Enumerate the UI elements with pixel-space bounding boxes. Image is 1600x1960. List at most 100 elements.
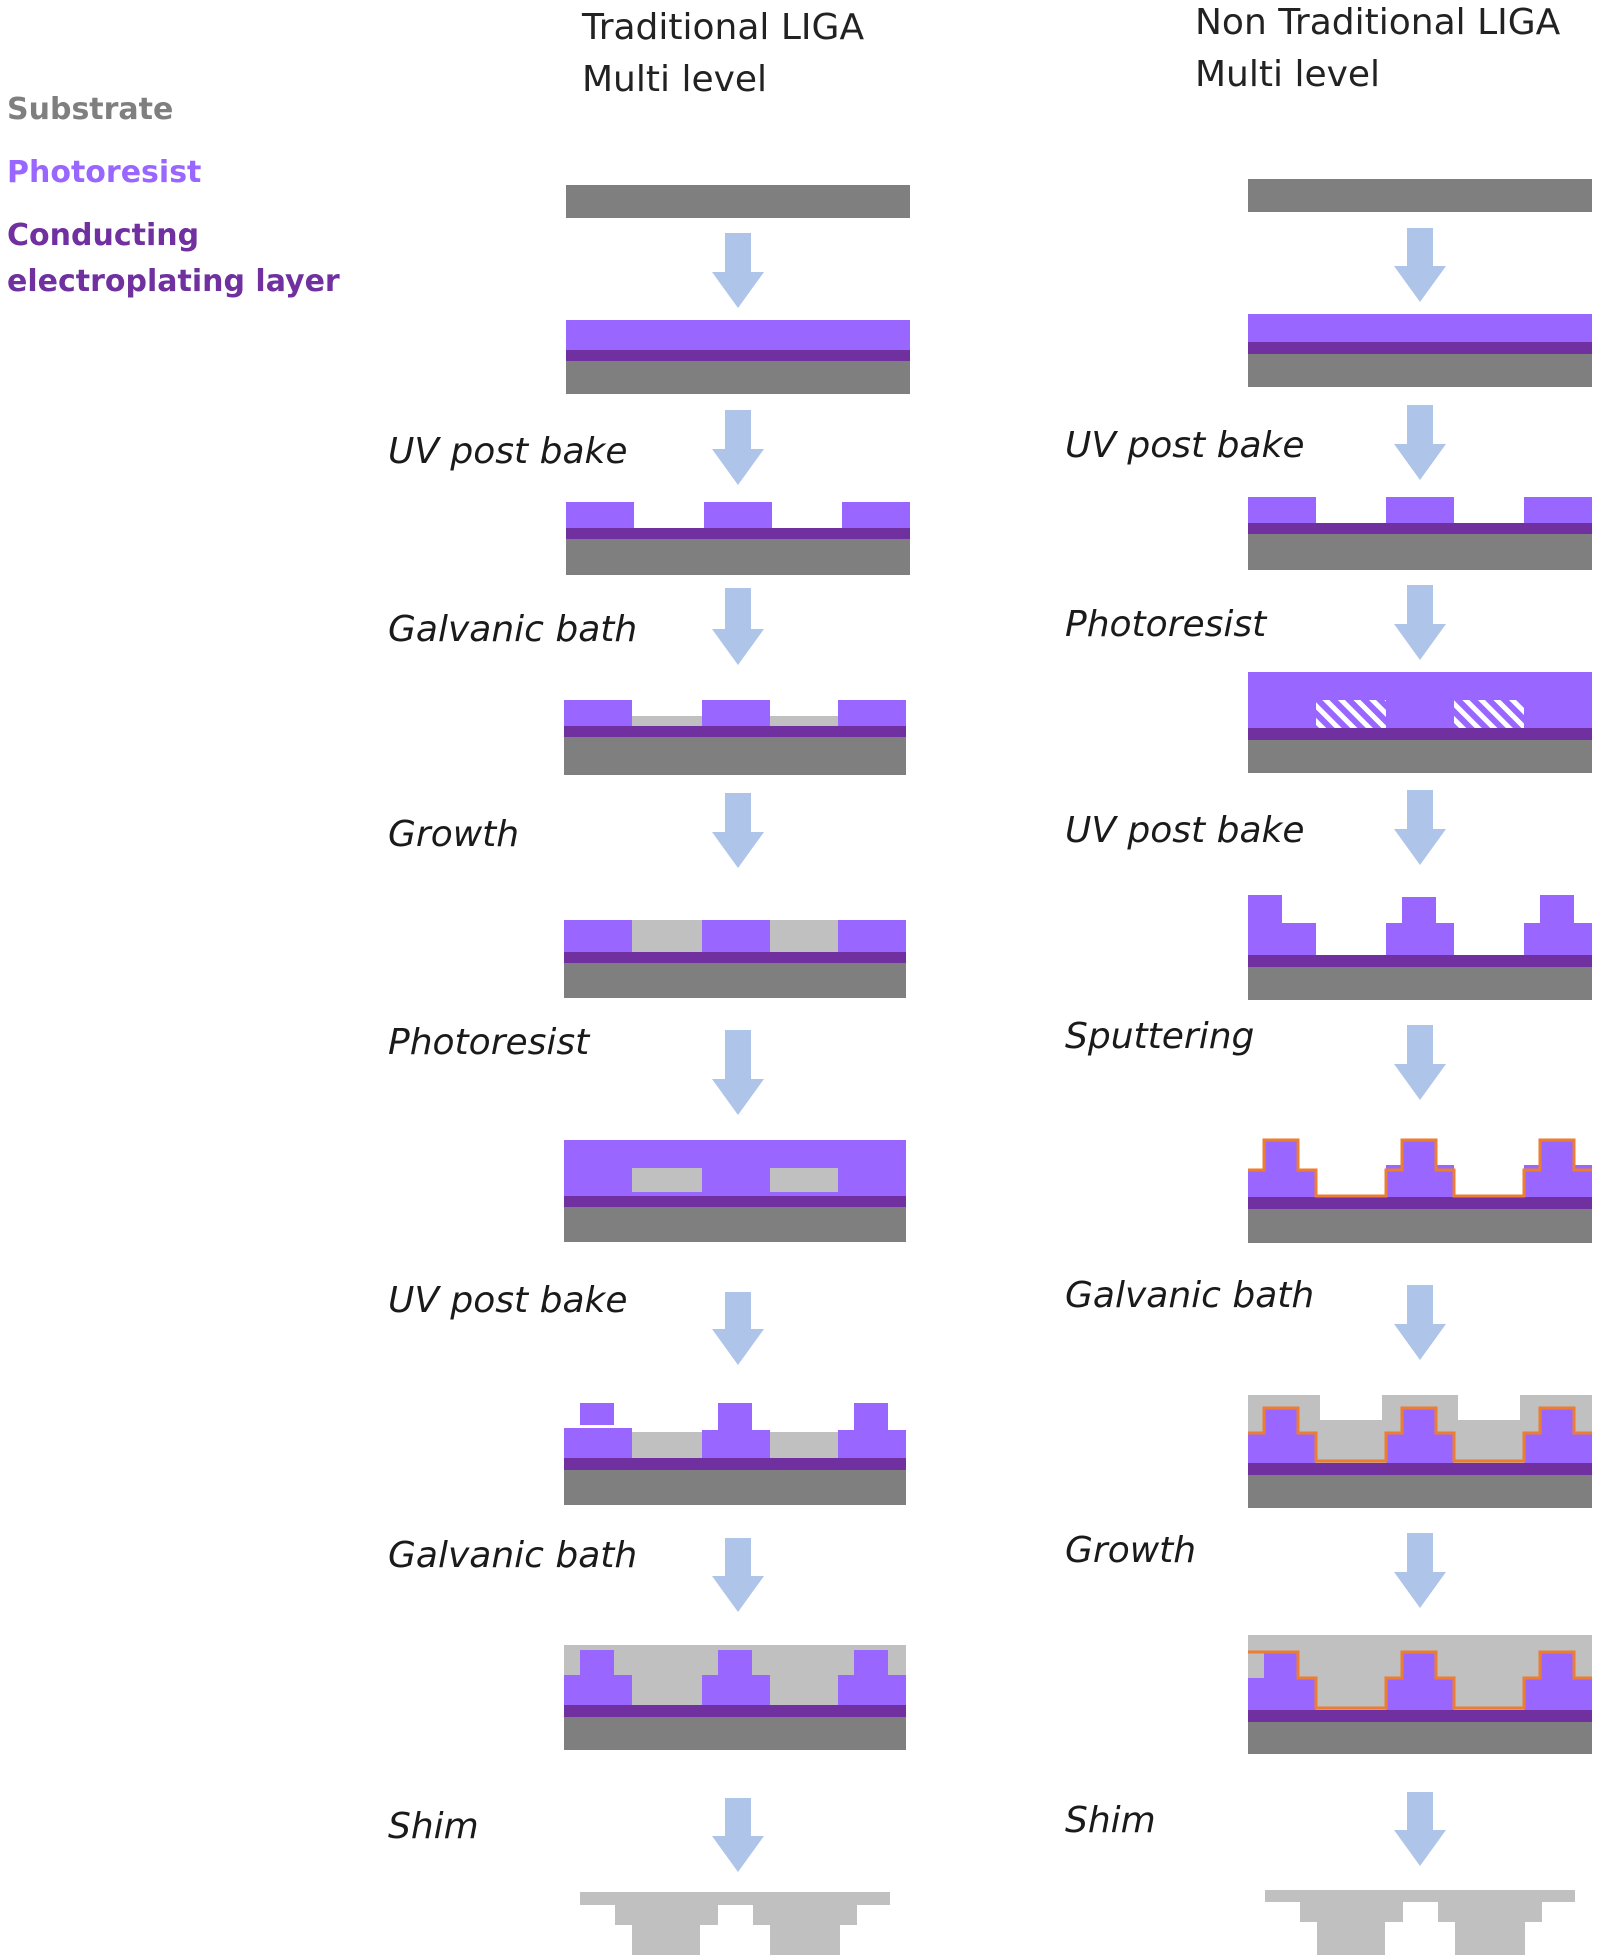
nontrad-step-sputtering: Sputtering (1065, 1016, 1255, 1057)
trad-gb2-conducting (564, 1705, 906, 1717)
nontrad-growth-resist-1 (1248, 1652, 1316, 1710)
nontrad-growth-substrate (1248, 1722, 1592, 1754)
nontrad-step-shim: Shim (1065, 1800, 1156, 1841)
nontrad-gb-substrate (1248, 1475, 1592, 1508)
trad-coat-conducting (566, 350, 910, 361)
trad-gb1-metal-1 (632, 716, 702, 726)
nontrad-ml-conducting (1248, 955, 1592, 967)
title-traditional: Traditional LIGA Multi level (582, 2, 864, 106)
trad-growth-conducting (564, 952, 906, 963)
nontrad-ml-substrate (1248, 967, 1592, 1000)
trad-arrow-4 (712, 793, 764, 868)
nontrad-step-uv-post-bake-1: UV post bake (1065, 425, 1305, 466)
trad-gb2-resist-3 (838, 1650, 906, 1705)
nontrad-step-galvanic-bath: Galvanic bath (1065, 1275, 1315, 1316)
trad-pattern-resist-1 (566, 502, 634, 528)
title-non-traditional-line1: Non Traditional LIGA (1195, 2, 1561, 43)
nontrad-substrate-bare (1248, 179, 1592, 212)
nontrad-arrow-8 (1394, 1792, 1446, 1866)
nontrad-step-photoresist: Photoresist (1065, 604, 1267, 645)
nontrad-growth-seed-layer (1248, 1650, 1592, 1710)
trad-pr2-metal-1 (632, 1168, 702, 1192)
trad-ml-conducting (564, 1458, 906, 1470)
trad-step-growth: Growth (388, 814, 520, 855)
nontrad-pattern-resist-1 (1248, 497, 1316, 523)
nontrad-step-uv-post-bake-2: UV post bake (1065, 810, 1305, 851)
trad-arrow-8 (712, 1798, 764, 1872)
nontrad-pr2-resist (1248, 672, 1592, 728)
nontrad-arrow-5 (1394, 1025, 1446, 1100)
trad-step-photoresist: Photoresist (388, 1022, 590, 1063)
trad-pr2-conducting (564, 1196, 906, 1207)
trad-gb2-resist-1 (564, 1650, 632, 1705)
nontrad-gb-seed-layer (1248, 1406, 1592, 1463)
legend-photoresist: Photoresist (7, 155, 202, 190)
trad-gb1-resist-2 (702, 700, 770, 726)
nontrad-arrow-1 (1394, 228, 1446, 302)
trad-step-uv-post-bake-2: UV post bake (388, 1280, 628, 1321)
title-traditional-line2: Multi level (582, 59, 768, 100)
nontrad-ml-resist-3 (1524, 895, 1592, 955)
trad-growth-resist-2 (702, 920, 770, 952)
trad-step-galvanic-bath-2: Galvanic bath (388, 1535, 638, 1576)
trad-ml-resist-tip (580, 1403, 614, 1425)
nontrad-pattern-conducting (1248, 523, 1592, 534)
trad-pr2-metal-2 (770, 1168, 838, 1192)
trad-ml-metal-2 (770, 1432, 838, 1458)
trad-arrow-7 (712, 1538, 764, 1612)
trad-growth-metal-2 (770, 920, 838, 952)
trad-growth-metal-1 (632, 920, 702, 952)
trad-pattern-resist-2 (704, 502, 772, 528)
trad-pr2-substrate (564, 1207, 906, 1242)
nontrad-pr2-conducting (1248, 728, 1592, 740)
nontrad-coat-conducting (1248, 342, 1592, 354)
trad-growth-substrate (564, 963, 906, 998)
trad-pattern-resist-3 (842, 502, 910, 528)
title-non-traditional-line2: Multi level (1195, 54, 1381, 95)
title-traditional-line1: Traditional LIGA (582, 7, 865, 48)
nontrad-ml-resist-2 (1386, 897, 1454, 955)
nontrad-pattern-resist-2 (1386, 497, 1454, 523)
legend-conducting-line2: electroplating layer (7, 264, 340, 299)
trad-gb1-resist-1 (564, 700, 632, 726)
trad-arrow-6 (712, 1292, 764, 1365)
nontrad-arrow-7 (1394, 1533, 1446, 1608)
trad-arrow-1 (712, 233, 764, 308)
trad-gb1-metal-2 (770, 716, 838, 726)
trad-ml-resist-2 (702, 1403, 770, 1458)
nontrad-pattern-substrate (1248, 534, 1592, 570)
nontrad-pr2-exposed-1 (1316, 700, 1386, 728)
trad-substrate-bare (566, 185, 910, 218)
trad-gb2-substrate (564, 1717, 906, 1750)
legend-conducting: Conducting electroplating layer (7, 213, 340, 305)
trad-pattern-conducting (566, 528, 910, 539)
nontrad-pattern-resist-3 (1524, 497, 1592, 523)
trad-ml-resist-1 (564, 1428, 632, 1458)
trad-growth-resist-3 (838, 920, 906, 952)
trad-arrow-2 (712, 410, 764, 485)
trad-gb1-substrate (564, 737, 906, 775)
nontrad-pr2-substrate (1248, 740, 1592, 773)
nontrad-coat-resist (1248, 314, 1592, 342)
nontrad-gb-metal-gap-2 (1454, 1445, 1524, 1463)
nontrad-gb-metal-gap-1 (1316, 1445, 1386, 1463)
nontrad-growth-conducting (1248, 1710, 1592, 1722)
legend-conducting-line1: Conducting (7, 218, 200, 253)
trad-coat-resist (566, 320, 910, 350)
trad-arrow-5 (712, 1030, 764, 1115)
trad-gb2-resist-2 (702, 1650, 770, 1705)
nontrad-coat-substrate (1248, 354, 1592, 387)
trad-pr2-resist (564, 1140, 906, 1196)
trad-ml-metal-1 (632, 1432, 702, 1458)
trad-gb1-resist-3 (838, 700, 906, 726)
trad-arrow-3 (712, 588, 764, 665)
nontrad-sp-conducting (1248, 1197, 1592, 1209)
nontrad-sp-seed-layer (1248, 1138, 1592, 1198)
nontrad-sp-resist-3 (1524, 1139, 1592, 1197)
legend-substrate: Substrate (7, 92, 174, 127)
title-non-traditional: Non Traditional LIGA Multi level (1195, 0, 1560, 101)
nontrad-arrow-2 (1394, 405, 1446, 480)
trad-step-galvanic-bath-1: Galvanic bath (388, 609, 638, 650)
trad-coat-substrate (566, 361, 910, 394)
nontrad-ml-resist-1 (1248, 895, 1316, 955)
